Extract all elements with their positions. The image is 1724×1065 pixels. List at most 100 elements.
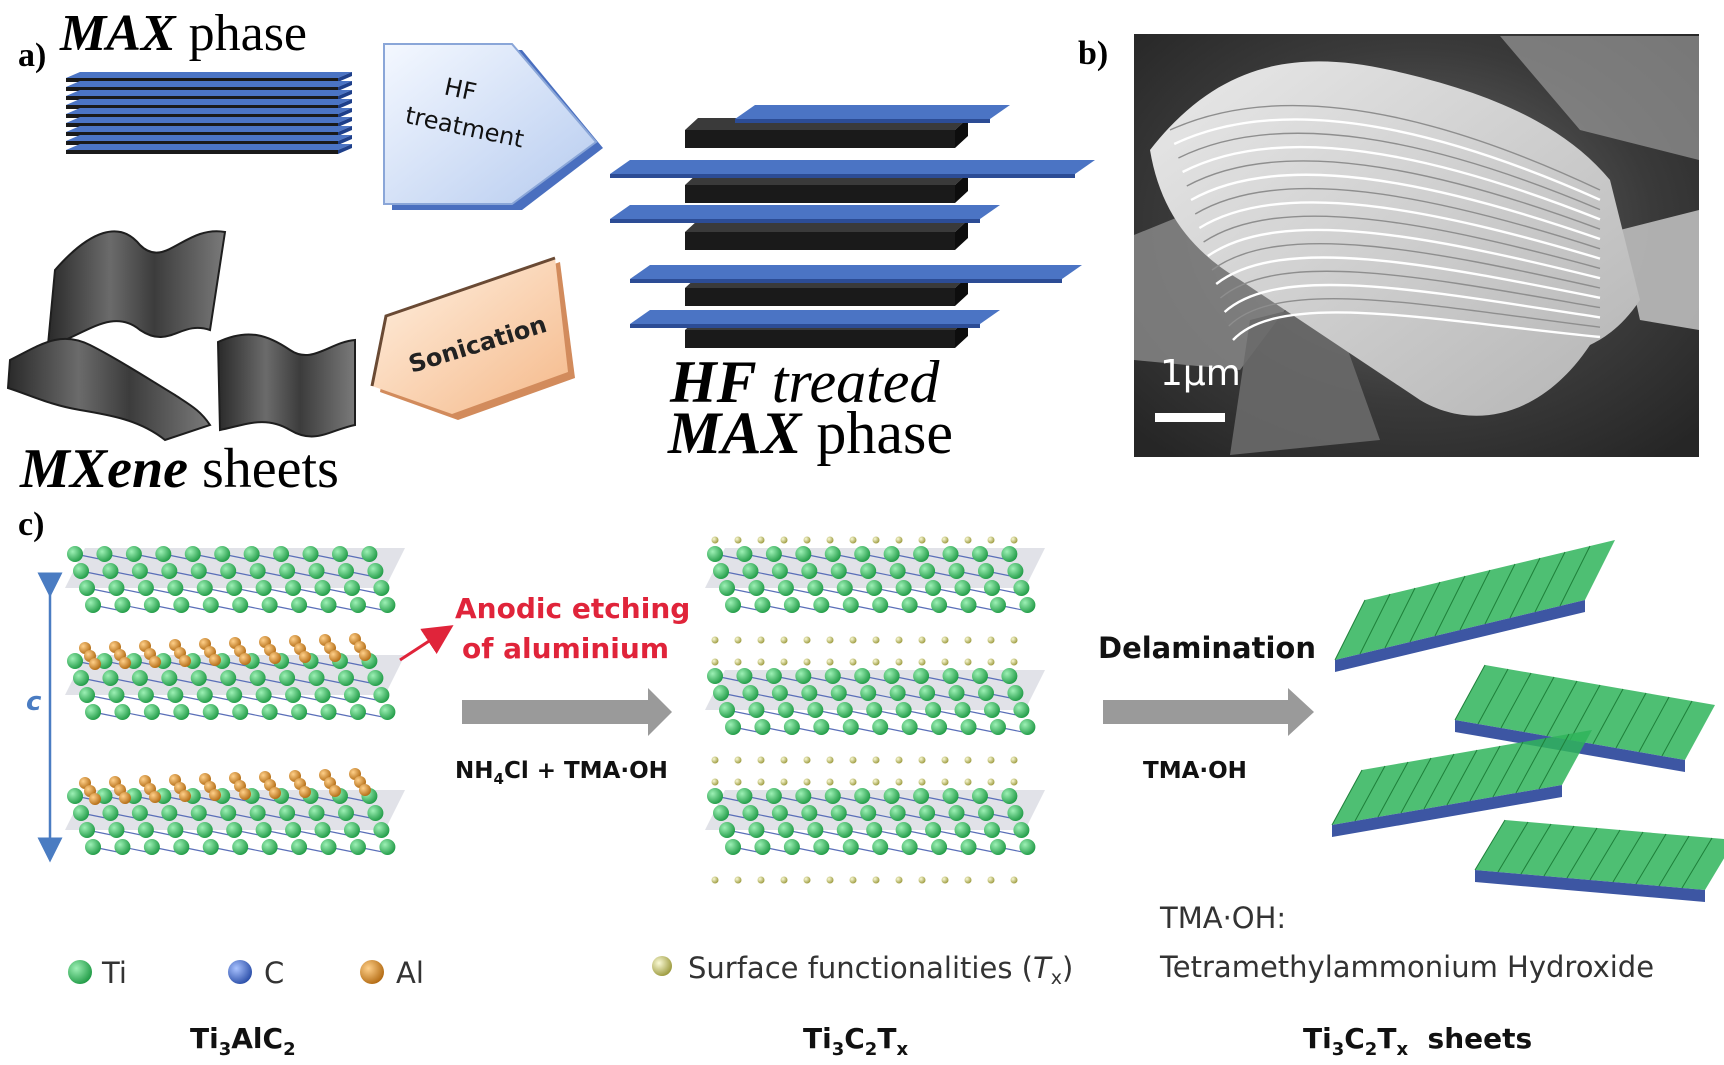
etching-line2: of aluminium (462, 632, 669, 665)
ti-atom (872, 839, 888, 855)
tx-group (850, 659, 857, 666)
ti-atom (173, 704, 189, 720)
ti-atom (884, 788, 900, 804)
ti-atom (315, 687, 331, 703)
ti-atom (943, 788, 959, 804)
tx-group (896, 537, 903, 544)
ti-atom (73, 563, 89, 579)
tx-group (1011, 537, 1018, 544)
tx-group (896, 637, 903, 644)
hf-blue-sheet-edge (735, 119, 990, 123)
ti-atom (766, 788, 782, 804)
tx-group (712, 877, 719, 884)
ti-atom (1019, 839, 1035, 855)
ti-atom (943, 546, 959, 562)
ti-atom (872, 597, 888, 613)
ti-atom (73, 670, 89, 686)
tx-group (873, 779, 880, 786)
ti-atom (1013, 702, 1029, 718)
ti-atom (837, 580, 853, 596)
ti-atom (138, 687, 154, 703)
tx-group (873, 877, 880, 884)
ti-atom (943, 668, 959, 684)
ti-atom (831, 563, 847, 579)
tx-group (919, 659, 926, 666)
tx-group (712, 779, 719, 786)
ti-atom (67, 546, 83, 562)
ti-atom (1007, 685, 1023, 701)
tx-group (873, 537, 880, 544)
ti-atom (843, 597, 859, 613)
ti-atom (285, 687, 301, 703)
ti-atom (256, 687, 272, 703)
ti-atom (843, 839, 859, 855)
atom-legend: Ti C Al (68, 956, 424, 990)
hf-blue-sheet-edge (610, 174, 1075, 178)
ti-atom (367, 805, 383, 821)
ti-atom (344, 687, 360, 703)
ti-atom (232, 597, 248, 613)
ti-atom (884, 668, 900, 684)
tx-group (942, 757, 949, 764)
tx-group (781, 637, 788, 644)
ti-atom (890, 805, 906, 821)
tx-group (942, 637, 949, 644)
hf-blue-sheet (630, 265, 1082, 279)
ti-atom (220, 670, 236, 686)
tx-group (942, 877, 949, 884)
ti-atom (373, 580, 389, 596)
tx-group (965, 757, 972, 764)
ti-atom (748, 702, 764, 718)
ti-atom (191, 805, 207, 821)
al-atom (179, 655, 191, 667)
c-axis-label: c (26, 687, 42, 717)
ti-atom (256, 822, 272, 838)
ti-atom (984, 580, 1000, 596)
max-layer (66, 135, 352, 141)
ti-atom (256, 580, 272, 596)
ti-atom (984, 702, 1000, 718)
ti-atom (778, 580, 794, 596)
ti-atom (707, 788, 723, 804)
ti-atom (719, 702, 735, 718)
tx-group (919, 779, 926, 786)
hf-blue-sheet-edge (630, 279, 1062, 283)
max-phase-title: MAX phase (59, 5, 307, 62)
tx-group (781, 779, 788, 786)
ti-atom (713, 805, 729, 821)
al-atom (269, 787, 281, 799)
ti-atom (972, 668, 988, 684)
tx-group (965, 779, 972, 786)
tx-group (827, 659, 834, 666)
ti-atom (795, 546, 811, 562)
ti-atom (825, 546, 841, 562)
hf-block (685, 185, 955, 203)
ti-atom (344, 822, 360, 838)
tx-group (804, 659, 811, 666)
ti-atom (748, 580, 764, 596)
ti-atom (379, 597, 395, 613)
al-atom (209, 654, 221, 666)
ti-atom (972, 546, 988, 562)
ti3alc2-structure (65, 546, 405, 855)
ti-atom (367, 563, 383, 579)
al-atom (119, 657, 131, 669)
ti-atom (309, 670, 325, 686)
hf-blue-sheet (630, 310, 1000, 324)
ti-atom (949, 805, 965, 821)
tx-group (735, 779, 742, 786)
legend-c-label: C (264, 956, 284, 990)
tx-group (804, 637, 811, 644)
al-atom (179, 790, 191, 802)
ti-atom (725, 839, 741, 855)
mxene-sheets-title: MXene sheets (19, 438, 339, 500)
tx-group (850, 877, 857, 884)
ti-atom (144, 704, 160, 720)
tx-group (965, 537, 972, 544)
ti-atom (315, 822, 331, 838)
tma-definition-line1: TMA·OH: (1159, 901, 1286, 935)
ti-atom (955, 702, 971, 718)
tx-group (942, 659, 949, 666)
ti-atom (321, 597, 337, 613)
al-atom (269, 652, 281, 664)
